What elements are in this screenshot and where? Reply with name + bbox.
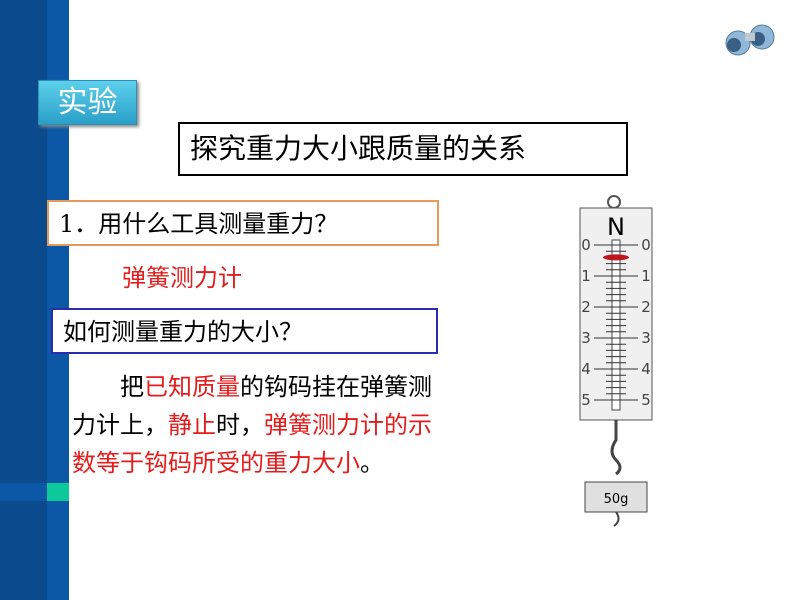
paragraph-segment: 把	[72, 373, 144, 401]
sidebar-band	[0, 483, 47, 501]
question-1: 1．用什么工具测量重力？	[47, 200, 439, 246]
question-2: 如何测量重力的大小？	[51, 308, 438, 354]
scale-label: 3	[581, 329, 591, 347]
paragraph-segment: 已知质量	[144, 373, 240, 401]
sidebar-accent	[47, 483, 69, 501]
scale-label: 2	[581, 298, 591, 316]
scale-label: 5	[641, 391, 651, 409]
scale-label: 0	[581, 236, 591, 254]
scale-label: 5	[581, 391, 591, 409]
answer-1: 弹簧测力计	[122, 264, 242, 292]
scale-label: 1	[641, 267, 651, 285]
weight-label: 50g	[604, 492, 629, 507]
scale-pointer	[603, 254, 629, 261]
binoculars-icon	[725, 24, 775, 56]
scale-label: 4	[581, 360, 591, 378]
page-title: 探究重力大小跟质量的关系	[178, 122, 628, 176]
sidebar-light	[47, 0, 69, 600]
scale-label: 1	[581, 267, 591, 285]
scale-label: 4	[641, 360, 651, 378]
scale-label: 2	[641, 298, 651, 316]
unit-label: N	[607, 213, 625, 241]
paragraph-segment: 弹簧测力计的示数等于钩码所受的重力大小	[72, 411, 432, 477]
paragraph-segment: 静止	[168, 411, 216, 439]
experiment-badge: 实验	[38, 80, 137, 125]
paragraph-segment: 。	[360, 449, 384, 477]
scale-label: 0	[641, 236, 651, 254]
scale-label: 3	[641, 329, 651, 347]
paragraph-segment: 的钩码挂在弹簧测力计上，	[72, 373, 432, 439]
spring-scale-illustration: N 0 0 1 1 2 2 3 3 4 4 5 5 50g	[579, 195, 653, 527]
explanation-paragraph: 把已知质量的钩码挂在弹簧测力计上，静止时，弹簧测力计的示数等于钩码所受的重力大小…	[72, 368, 432, 482]
paragraph-segment: 时，	[216, 411, 264, 439]
